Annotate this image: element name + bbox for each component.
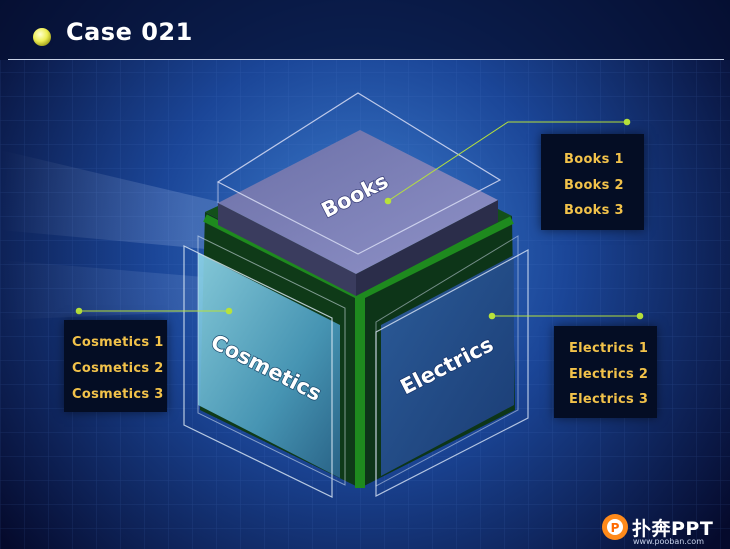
list-item: Electrics 1 (569, 341, 649, 356)
title-bar-bg (0, 0, 730, 60)
watermark-brand: 扑奔PPT (632, 518, 714, 540)
cosmetics-glass-frame-inner (197, 235, 346, 486)
connector-cosmetics (75, 307, 233, 315)
books-slab-top (218, 130, 498, 274)
bullet-icon (33, 28, 51, 46)
list-item: Books 1 (564, 152, 624, 167)
label-box-cosmetics: Cosmetics 1 Cosmetics 2 Cosmetics 3 (64, 320, 167, 412)
electrics-panel (381, 255, 514, 476)
label-box-electrics: Electrics 1 Electrics 2 Electrics 3 (554, 326, 657, 418)
watermark-logo-icon: P (602, 514, 628, 540)
list-item: Books 2 (564, 178, 624, 193)
list-item: Electrics 3 (569, 392, 649, 407)
electrics-glass-frame-inner (375, 235, 519, 487)
watermark-url: www.pooban.com (633, 537, 704, 546)
face-electrics[interactable] (375, 235, 529, 497)
face-cosmetics[interactable] (183, 235, 346, 498)
face-books[interactable] (216, 92, 502, 296)
list-item: Electrics 2 (569, 367, 649, 382)
connector-electrics (488, 312, 644, 320)
title-divider (8, 59, 724, 60)
list-item: Cosmetics 1 (72, 335, 164, 350)
cube-edge-right (358, 216, 514, 300)
connector-books (384, 118, 631, 205)
svg-text:P: P (611, 521, 620, 535)
books-glass-frame (216, 92, 502, 255)
page-title: Case 021 (66, 18, 193, 46)
cosmetics-panel (198, 253, 340, 478)
books-slab-side-left (218, 203, 356, 296)
list-item: Cosmetics 3 (72, 387, 164, 402)
list-item: Books 3 (564, 203, 624, 218)
books-slab-side-right (356, 200, 498, 296)
list-item: Cosmetics 2 (72, 361, 164, 376)
label-box-books: Books 1 Books 2 Books 3 (541, 134, 644, 230)
cosmetics-glass-frame (183, 245, 333, 498)
title-bar: Case 021 (0, 0, 730, 60)
